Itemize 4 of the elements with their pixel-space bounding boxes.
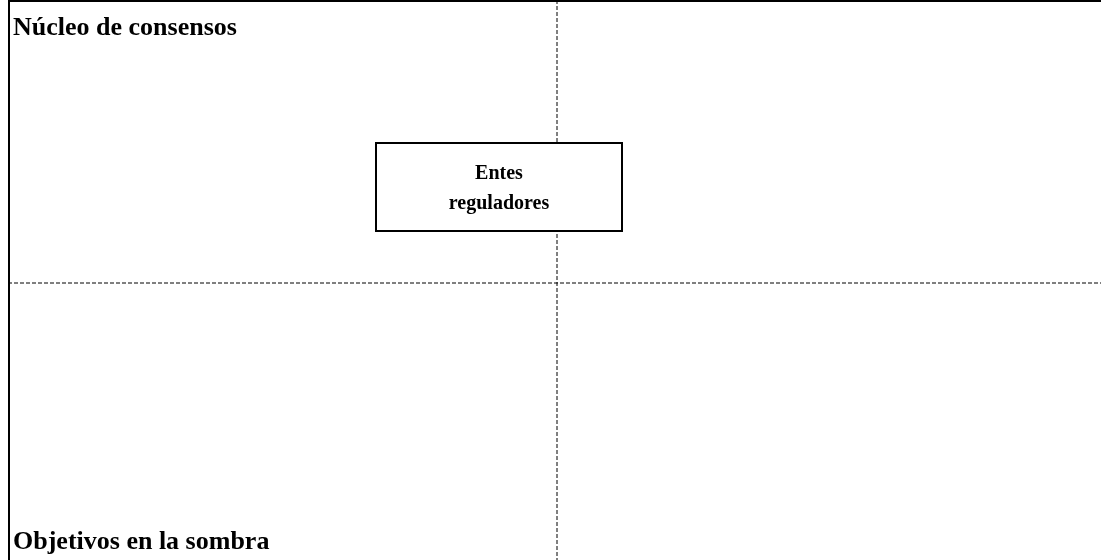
process-box (375, 142, 623, 232)
quadrant-title: Objetivos en la sombra (13, 528, 270, 554)
box-label: Entes reguladores (447, 160, 551, 216)
quadrant-title: Núcleo de consensos (13, 14, 237, 40)
